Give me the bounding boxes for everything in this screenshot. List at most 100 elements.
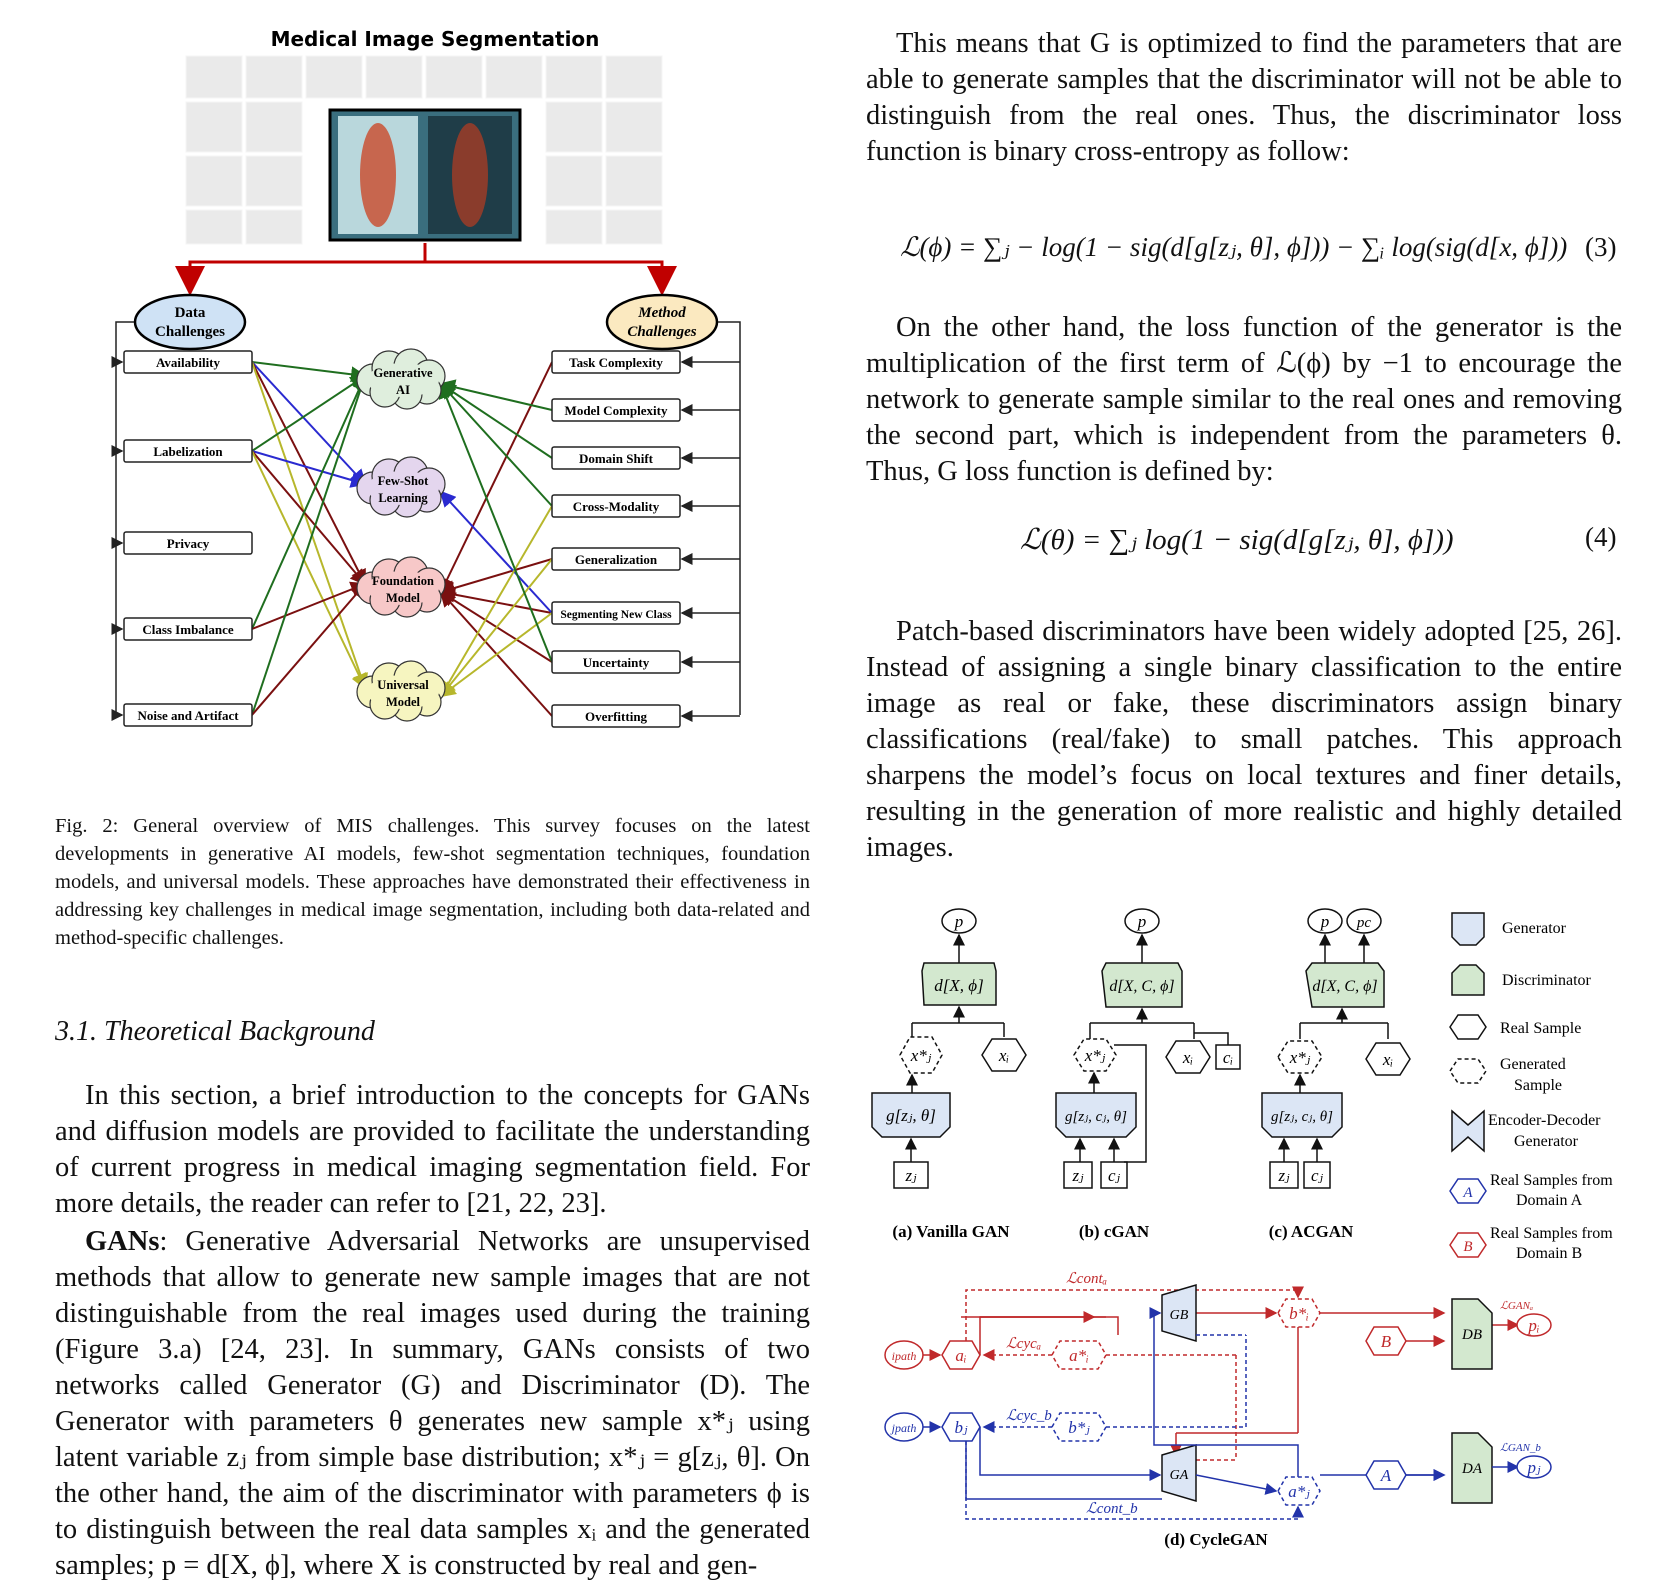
fig2-caption: Fig. 2: General overview of MIS challeng… bbox=[55, 815, 810, 949]
ci-label: cᵢ bbox=[1223, 1048, 1233, 1067]
challenge-link bbox=[251, 361, 367, 383]
a-domain-label: A bbox=[1380, 1466, 1392, 1485]
method-challenge-box bbox=[551, 494, 681, 518]
xj-label: x*ⱼ bbox=[910, 1046, 932, 1065]
legend-real-sample: Real Sample bbox=[1500, 1020, 1581, 1037]
data-challenge-label: Noise and Artifact bbox=[137, 708, 239, 723]
xj-label: x*ⱼ bbox=[1084, 1046, 1106, 1065]
c-label: cⱼ bbox=[1108, 1166, 1121, 1185]
legend-domain-a-icon bbox=[1449, 1178, 1487, 1204]
challenge-link bbox=[439, 382, 553, 459]
approach-label: Few-Shot bbox=[378, 474, 430, 488]
jpath-label: jpath bbox=[890, 1421, 917, 1435]
p-label: p bbox=[954, 912, 964, 931]
generated-sample-node bbox=[899, 1036, 943, 1074]
challenge-links bbox=[251, 361, 553, 717]
svg-text:Method: Method bbox=[637, 305, 686, 321]
anatomy-image bbox=[328, 108, 522, 242]
method-challenge-label: Domain Shift bbox=[579, 451, 654, 466]
challenge-link bbox=[251, 450, 367, 690]
bi-star-label: b*ᵢ bbox=[1289, 1304, 1309, 1323]
section-heading: 3.1. Theoretical Background bbox=[55, 1016, 375, 1047]
challenge-link bbox=[251, 450, 367, 488]
legend-domain-b-2: Domain B bbox=[1516, 1245, 1582, 1262]
challenge-link bbox=[251, 450, 367, 586]
right-para-2-text: On the other hand, the loss function of … bbox=[866, 312, 1622, 487]
panel-d-label: (d) CycleGAN bbox=[1164, 1530, 1268, 1549]
image-mosaic bbox=[185, 55, 663, 245]
data-challenge-label: Privacy bbox=[167, 536, 210, 551]
lcyc-b-label: ℒcyc_b bbox=[1006, 1408, 1052, 1424]
right-para-3-text: Patch-based discriminators have been wid… bbox=[866, 616, 1622, 863]
equation-3: ℒ(ϕ) = ∑ⱼ − log(1 − sig(d[g[zⱼ, θ], ϕ]))… bbox=[900, 232, 1568, 262]
challenge-link bbox=[439, 379, 553, 411]
method-challenges-bubble bbox=[605, 293, 719, 351]
left-body: In this section, a brief introduction to… bbox=[55, 1078, 810, 1584]
legend-generated-sample-icon bbox=[1449, 1058, 1487, 1084]
fig3-legend bbox=[1449, 912, 1487, 1258]
legend-generated-sample-2: Sample bbox=[1514, 1077, 1562, 1094]
generator-node bbox=[871, 1092, 951, 1138]
ipath-label: ipath bbox=[892, 1349, 917, 1363]
db-label: DB bbox=[1461, 1327, 1482, 1343]
method-challenge-label: Cross-Modality bbox=[573, 499, 660, 514]
equation-3-number: (3) bbox=[1585, 232, 1617, 262]
legend-generator-icon bbox=[1451, 912, 1485, 946]
legend-real-sample-icon bbox=[1449, 1014, 1487, 1040]
c-label: cⱼ bbox=[1311, 1166, 1324, 1185]
svg-text:Challenges: Challenges bbox=[627, 324, 696, 340]
equation-4: ℒ(θ) = ∑ⱼ log(1 − sig(d[g[zⱼ, θ], ϕ])) bbox=[1020, 524, 1454, 556]
method-challenge-box bbox=[551, 547, 681, 571]
legend-discriminator: Discriminator bbox=[1502, 972, 1592, 989]
bj-label: bⱼ bbox=[955, 1418, 969, 1437]
gans-text: : Generative Adversarial Networks are un… bbox=[55, 1226, 810, 1581]
legend-a-letter: A bbox=[1462, 1185, 1473, 1201]
latent-z-node bbox=[893, 1161, 929, 1189]
approach-label: Model bbox=[386, 591, 421, 605]
svg-text:Challenges: Challenges bbox=[155, 324, 225, 340]
aj-star-label: a*ⱼ bbox=[1288, 1482, 1310, 1501]
challenge-link bbox=[439, 490, 553, 614]
gb-label: GB bbox=[1170, 1308, 1189, 1323]
challenge-link bbox=[251, 361, 367, 486]
approach-label: Universal bbox=[377, 678, 429, 692]
method-challenge-label: Task Complexity bbox=[569, 355, 663, 370]
panel-acgan bbox=[1261, 908, 1411, 1189]
data-challenge-box bbox=[123, 350, 253, 374]
output-p-node bbox=[941, 908, 977, 934]
legend-domain-a-2: Domain A bbox=[1516, 1192, 1583, 1209]
legend-generator: Generator bbox=[1502, 920, 1567, 937]
svg-text:Data: Data bbox=[175, 305, 206, 321]
data-challenges-bubble bbox=[133, 293, 247, 351]
data-challenge-box bbox=[123, 531, 253, 555]
d-label: d[X, ϕ] bbox=[934, 976, 983, 995]
panel-cyclegan bbox=[884, 1283, 1552, 1520]
challenge-link bbox=[439, 361, 553, 594]
lgan-b-label: ℒGAN_b bbox=[1500, 1442, 1541, 1454]
data-challenge-box bbox=[123, 617, 253, 641]
challenge-link bbox=[251, 361, 366, 586]
xi-label: xᵢ bbox=[1382, 1050, 1393, 1069]
discriminator-a bbox=[1451, 1432, 1493, 1504]
right-para-2: On the other hand, the loss function of … bbox=[866, 310, 1622, 490]
challenge-link bbox=[439, 505, 553, 698]
fig3-diagram: p d[X, ϕ] x*ⱼ xᵢ g[zⱼ, θ] zⱼ (a) Vanilla… bbox=[871, 908, 1613, 1549]
panel-a-label: (a) Vanilla GAN bbox=[892, 1222, 1010, 1241]
pi-label: pᵢ bbox=[1527, 1316, 1539, 1335]
bj-star-label: b*ⱼ bbox=[1068, 1418, 1090, 1437]
lgan-a-label: ℒGANₐ bbox=[1500, 1300, 1533, 1312]
panel-c-label: (c) ACGAN bbox=[1269, 1222, 1354, 1241]
challenge-link bbox=[438, 382, 553, 663]
panel-b-label: (b) cGAN bbox=[1079, 1222, 1150, 1241]
p-label: p bbox=[1137, 912, 1147, 931]
method-challenge-box bbox=[551, 601, 681, 625]
challenge-link bbox=[251, 581, 367, 630]
da-label: DA bbox=[1461, 1461, 1483, 1477]
approach-list: GenerativeAIFew-ShotLearningFoundationMo… bbox=[356, 348, 446, 722]
d-label: d[X, C, ϕ] bbox=[1109, 978, 1174, 995]
challenge-link bbox=[439, 382, 553, 507]
